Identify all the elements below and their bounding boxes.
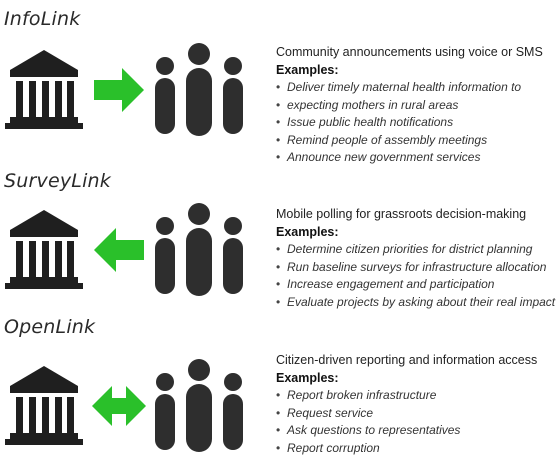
- surveylink-graphic: [0, 198, 270, 308]
- example-item: Announce new government services: [276, 149, 559, 167]
- surveylink-diagram: [5, 203, 243, 296]
- section-title: InfoLink: [4, 8, 81, 30]
- openlink-graphic: [0, 354, 270, 464]
- example-item: Deliver timely maternal health informati…: [276, 79, 559, 97]
- openlink-headline: Citizen-driven reporting and information…: [276, 353, 538, 367]
- section-surveylink: SurveyLink: [0, 168, 559, 314]
- infolink-diagram: [5, 43, 243, 136]
- surveylink-description: Mobile polling for grassroots decision-m…: [276, 206, 559, 311]
- example-item: Report corruption: [276, 440, 559, 458]
- section-openlink: OpenLink: [0, 314, 559, 464]
- infolink-description: Community announcements using voice or S…: [276, 44, 559, 167]
- examples-label: Examples:: [276, 224, 339, 239]
- section-title: SurveyLink: [4, 170, 112, 192]
- section-infolink: InfoLink: [0, 0, 559, 168]
- arrow-left-icon: [94, 228, 144, 272]
- surveylink-headline: Mobile polling for grassroots decision-m…: [276, 207, 527, 221]
- openlink-description: Citizen-driven reporting and information…: [276, 352, 559, 457]
- examples-list: Report broken infrastructure Request ser…: [276, 387, 559, 457]
- examples-label: Examples:: [276, 62, 339, 77]
- example-item: Issue public health notifications: [276, 114, 559, 132]
- example-item: Run baseline surveys for infrastructure …: [276, 259, 559, 277]
- example-item: Ask questions to representatives: [276, 422, 559, 440]
- example-item: Remind people of assembly meetings: [276, 132, 559, 150]
- example-item: Determine citizen priorities for distric…: [276, 241, 559, 259]
- infolink-headline: Community announcements using voice or S…: [276, 45, 543, 59]
- example-item: Increase engagement and participation: [276, 276, 559, 294]
- examples-list: Deliver timely maternal health informati…: [276, 79, 559, 167]
- people-group-icon: [155, 359, 243, 452]
- example-item: Report broken infrastructure: [276, 387, 559, 405]
- government-building-icon: [5, 210, 83, 289]
- double-arrow-icon: [92, 386, 146, 426]
- example-item: expecting mothers in rural areas: [276, 97, 559, 115]
- section-title: OpenLink: [4, 316, 96, 338]
- government-building-icon: [5, 366, 83, 445]
- examples-label: Examples:: [276, 370, 339, 385]
- people-group-icon: [155, 203, 243, 296]
- examples-list: Determine citizen priorities for distric…: [276, 241, 559, 311]
- people-group-icon: [155, 43, 243, 136]
- government-building-icon: [5, 50, 83, 129]
- example-item: Request service: [276, 405, 559, 423]
- openlink-diagram: [5, 359, 243, 452]
- example-item: Evaluate projects by asking about their …: [276, 294, 559, 312]
- infolink-graphic: [0, 38, 270, 148]
- arrow-right-icon: [94, 68, 144, 112]
